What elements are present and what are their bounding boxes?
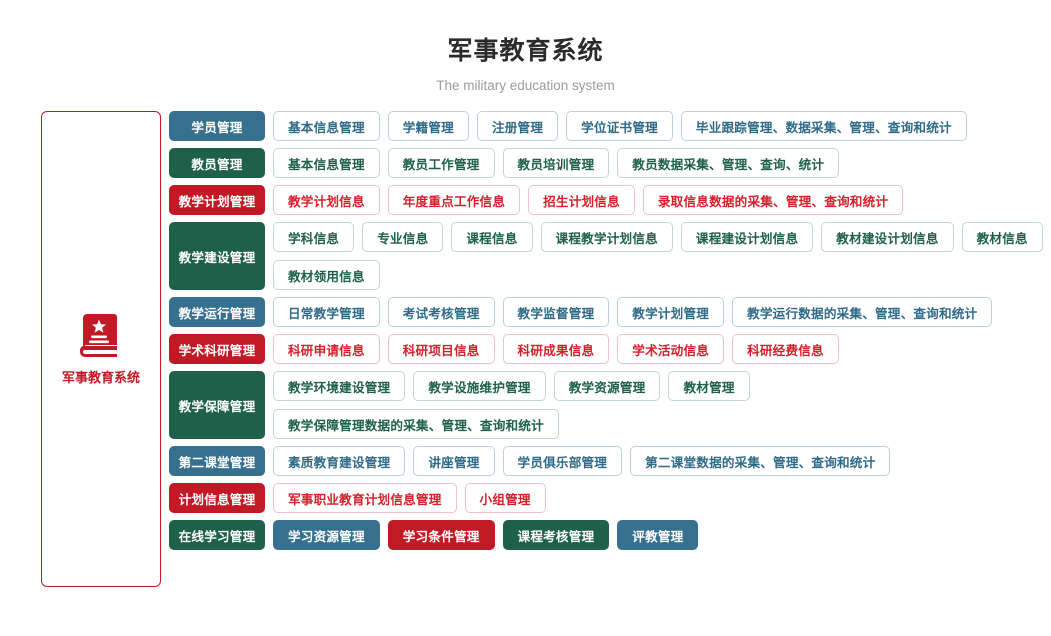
module-button[interactable]: 教学监督管理 [503,297,610,327]
system-panel[interactable]: 军事教育系统 [41,111,161,587]
module-button[interactable]: 讲座管理 [413,446,494,476]
module-button[interactable]: 教学计划信息 [273,185,380,215]
category-button[interactable]: 教学运行管理 [169,297,265,327]
module-button[interactable]: 学员俱乐部管理 [503,446,623,476]
category-row: 第二课堂管理素质教育建设管理讲座管理学员俱乐部管理第二课堂数据的采集、管理、查询… [169,446,1043,476]
category-button[interactable]: 教学计划管理 [169,185,265,215]
module-button[interactable]: 考试考核管理 [388,297,495,327]
module-button[interactable]: 专业信息 [362,222,443,252]
module-button[interactable]: 注册管理 [477,111,558,141]
module-button[interactable]: 教员培训管理 [503,148,610,178]
category-button[interactable]: 教学建设管理 [169,222,265,290]
module-button[interactable]: 评教管理 [617,520,698,550]
category-row: 教学运行管理日常教学管理考试考核管理教学监督管理教学计划管理教学运行数据的采集、… [169,297,1043,327]
system-panel-label: 军事教育系统 [62,367,140,386]
module-button[interactable]: 课程教学计划信息 [541,222,673,252]
module-button[interactable]: 日常教学管理 [273,297,380,327]
module-button[interactable]: 教材领用信息 [273,260,380,290]
category-row: 在线学习管理学习资源管理学习条件管理课程考核管理评教管理 [169,520,1043,550]
module-button[interactable]: 小组管理 [465,483,546,513]
category-row: 教学保障管理教学环境建设管理教学设施维护管理教学资源管理教材管理教学保障管理数据… [169,371,1043,439]
category-row: 计划信息管理军事职业教育计划信息管理小组管理 [169,483,1043,513]
module-button[interactable]: 科研经费信息 [732,334,839,364]
module-button[interactable]: 教学环境建设管理 [273,371,405,401]
module-button[interactable]: 录取信息数据的采集、管理、查询和统计 [643,185,903,215]
category-items: 教学环境建设管理教学设施维护管理教学资源管理教材管理教学保障管理数据的采集、管理… [273,371,1043,439]
category-button[interactable]: 教学保障管理 [169,371,265,439]
category-button[interactable]: 第二课堂管理 [169,446,265,476]
module-button[interactable]: 学科信息 [273,222,354,252]
category-items: 基本信息管理教员工作管理教员培训管理教员数据采集、管理、查询、统计 [273,148,1043,178]
category-row: 教学计划管理教学计划信息年度重点工作信息招生计划信息录取信息数据的采集、管理、查… [169,185,1043,215]
module-button[interactable]: 学习资源管理 [273,520,380,550]
category-items: 学习资源管理学习条件管理课程考核管理评教管理 [273,520,1043,550]
module-button[interactable]: 教员工作管理 [388,148,495,178]
module-button[interactable]: 教学运行数据的采集、管理、查询和统计 [732,297,992,327]
module-button[interactable]: 科研申请信息 [273,334,380,364]
module-button[interactable]: 学习条件管理 [388,520,495,550]
module-button[interactable]: 年度重点工作信息 [388,185,520,215]
system-panel-column: 军事教育系统 [41,111,161,587]
module-button[interactable]: 教学保障管理数据的采集、管理、查询和统计 [273,409,559,439]
module-button[interactable]: 军事职业教育计划信息管理 [273,483,457,513]
module-button[interactable]: 科研成果信息 [503,334,610,364]
category-items: 基本信息管理学籍管理注册管理学位证书管理毕业跟踪管理、数据采集、管理、查询和统计 [273,111,1043,141]
module-button[interactable]: 学术活动信息 [617,334,724,364]
category-items: 素质教育建设管理讲座管理学员俱乐部管理第二课堂数据的采集、管理、查询和统计 [273,446,1043,476]
page-subtitle: The military education system [0,78,1051,93]
category-row: 教员管理基本信息管理教员工作管理教员培训管理教员数据采集、管理、查询、统计 [169,148,1043,178]
category-items: 军事职业教育计划信息管理小组管理 [273,483,1043,513]
module-button[interactable]: 教材信息 [962,222,1043,252]
module-button[interactable]: 毕业跟踪管理、数据采集、管理、查询和统计 [681,111,967,141]
module-button[interactable]: 教学计划管理 [617,297,724,327]
category-button[interactable]: 学员管理 [169,111,265,141]
module-button[interactable]: 基本信息管理 [273,148,380,178]
category-items: 教学计划信息年度重点工作信息招生计划信息录取信息数据的采集、管理、查询和统计 [273,185,1043,215]
category-button[interactable]: 教员管理 [169,148,265,178]
module-button[interactable]: 教学资源管理 [554,371,661,401]
category-items: 学科信息专业信息课程信息课程教学计划信息课程建设计划信息教材建设计划信息教材信息… [273,222,1043,290]
module-button[interactable]: 教材管理 [668,371,749,401]
category-row: 学员管理基本信息管理学籍管理注册管理学位证书管理毕业跟踪管理、数据采集、管理、查… [169,111,1043,141]
module-button[interactable]: 课程信息 [451,222,532,252]
module-button[interactable]: 教材建设计划信息 [821,222,953,252]
module-button[interactable]: 学籍管理 [388,111,469,141]
module-button[interactable]: 素质教育建设管理 [273,446,405,476]
module-button[interactable]: 课程建设计划信息 [681,222,813,252]
category-button[interactable]: 在线学习管理 [169,520,265,550]
page-header: 军事教育系统 The military education system [0,0,1051,93]
module-button[interactable]: 科研项目信息 [388,334,495,364]
category-row: 教学建设管理学科信息专业信息课程信息课程教学计划信息课程建设计划信息教材建设计划… [169,222,1043,290]
module-button[interactable]: 学位证书管理 [566,111,673,141]
module-button[interactable]: 第二课堂数据的采集、管理、查询和统计 [630,446,890,476]
category-items: 科研申请信息科研项目信息科研成果信息学术活动信息科研经费信息 [273,334,1043,364]
page-title: 军事教育系统 [0,36,1051,67]
category-rows: 学员管理基本信息管理学籍管理注册管理学位证书管理毕业跟踪管理、数据采集、管理、查… [169,111,1051,587]
module-button[interactable]: 教学设施维护管理 [413,371,545,401]
module-button[interactable]: 课程考核管理 [503,520,610,550]
category-button[interactable]: 学术科研管理 [169,334,265,364]
category-button[interactable]: 计划信息管理 [169,483,265,513]
module-button[interactable]: 教员数据采集、管理、查询、统计 [617,148,839,178]
module-button[interactable]: 基本信息管理 [273,111,380,141]
category-items: 日常教学管理考试考核管理教学监督管理教学计划管理教学运行数据的采集、管理、查询和… [273,297,1043,327]
book-star-icon [79,312,123,358]
module-button[interactable]: 招生计划信息 [528,185,635,215]
system-board: 军事教育系统 学员管理基本信息管理学籍管理注册管理学位证书管理毕业跟踪管理、数据… [0,93,1051,587]
category-row: 学术科研管理科研申请信息科研项目信息科研成果信息学术活动信息科研经费信息 [169,334,1043,364]
